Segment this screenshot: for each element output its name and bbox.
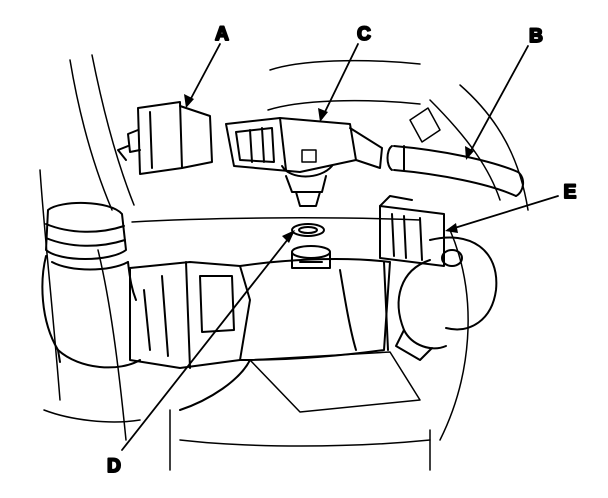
leader-line-e	[447, 195, 559, 231]
air-intake-hose	[41, 202, 141, 369]
arrowhead-c	[318, 108, 328, 122]
arrowheads	[184, 94, 474, 243]
connector-e	[379, 195, 445, 267]
arrowhead-d	[282, 230, 295, 243]
callout-label-d: D	[107, 456, 121, 477]
arrowhead-a	[184, 94, 194, 108]
callout-label-c: C	[357, 24, 371, 45]
sensor-c	[225, 117, 383, 207]
leader-line-d	[121, 233, 293, 451]
right-sensor-body	[395, 236, 498, 361]
leader-line-b	[467, 45, 529, 157]
leader-lines	[121, 43, 559, 451]
sensor-port	[291, 245, 331, 269]
arrowhead-b	[465, 146, 474, 160]
connector-a	[117, 101, 213, 175]
hose-b	[386, 145, 524, 197]
o-ring-d	[291, 223, 325, 237]
arrowhead-e	[445, 223, 458, 233]
throttle-body-housing	[129, 258, 421, 413]
callout-label-e: E	[564, 182, 577, 203]
leader-line-c	[321, 43, 359, 119]
callout-label-b: B	[529, 26, 543, 47]
leader-line-a	[187, 43, 221, 105]
callout-label-a: A	[215, 24, 229, 45]
